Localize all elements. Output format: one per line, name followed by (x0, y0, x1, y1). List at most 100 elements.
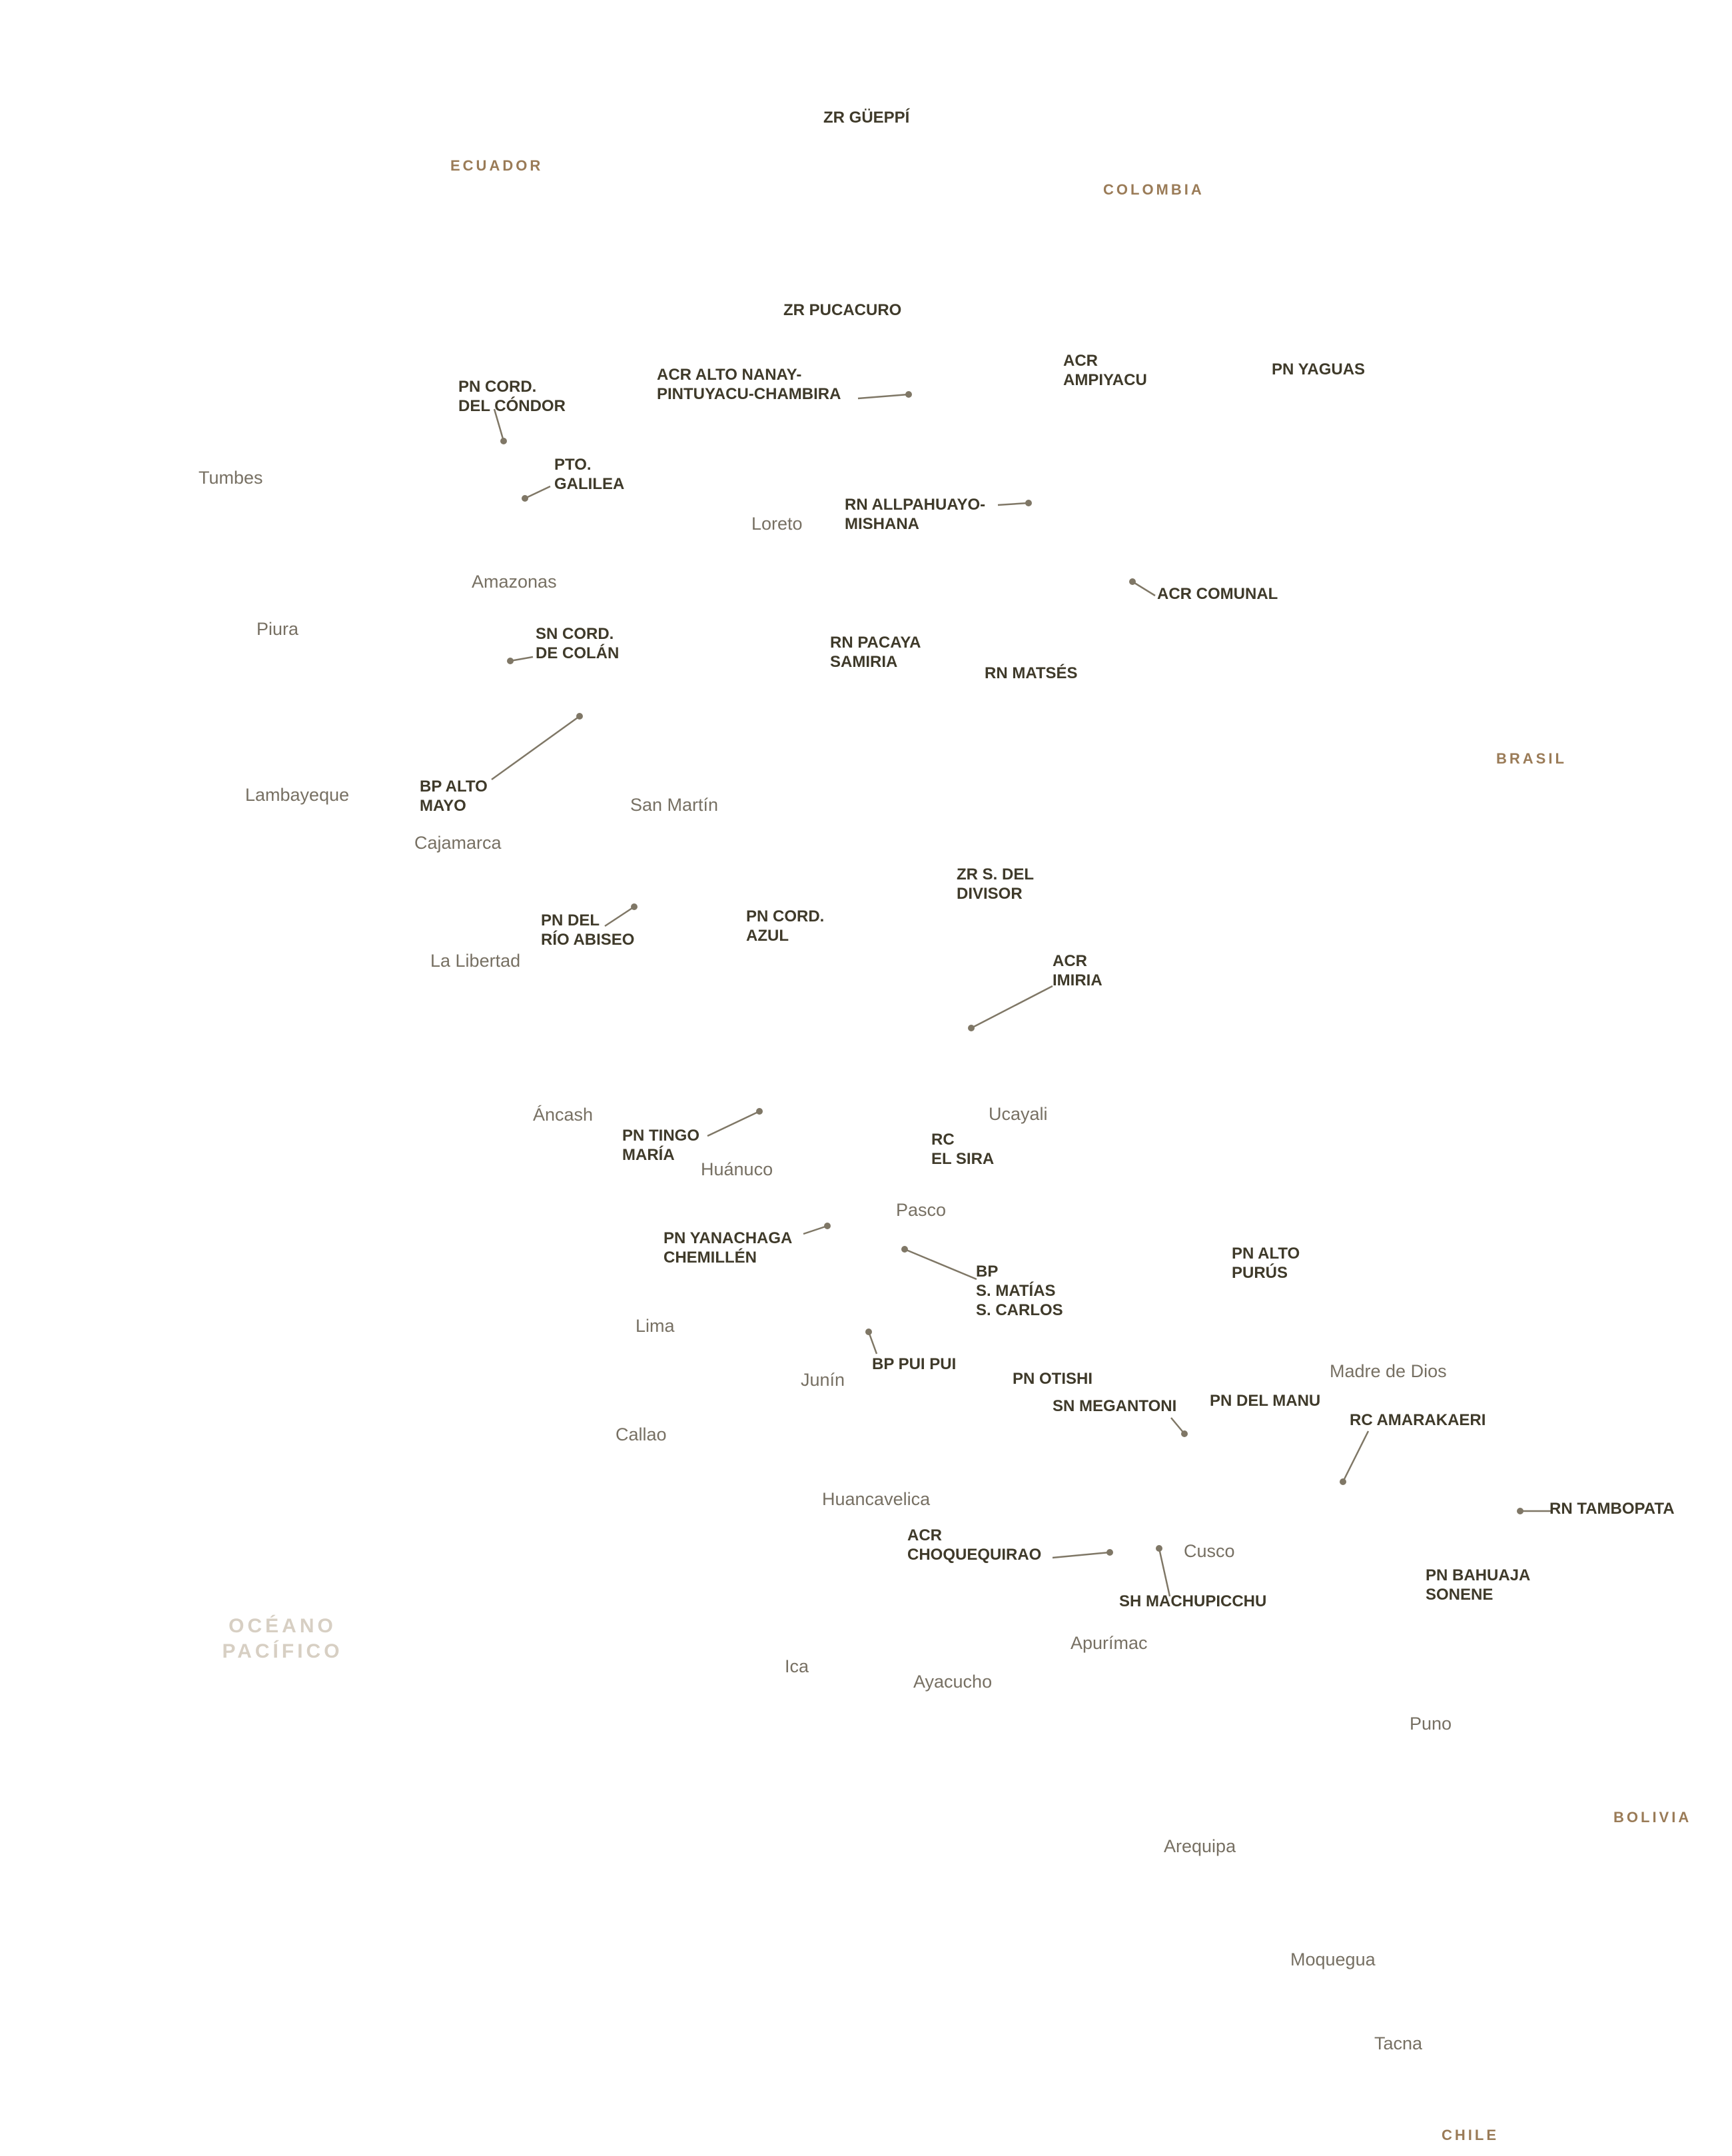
area-label-bp-pui-pui: BP PUI PUI (872, 1355, 956, 1373)
country-label-chile: CHILE (1442, 2127, 1499, 2143)
leader-lines (491, 391, 1552, 1597)
region-label-moquegua: Moquegua (1290, 1949, 1376, 1969)
leader-line (803, 1225, 828, 1235)
area-label-pn-yaguas: PN YAGUAS (1272, 360, 1365, 378)
leader-line (1170, 1417, 1185, 1434)
region-label-cusco: Cusco (1184, 1541, 1235, 1561)
area-label-rn-matses: RN MATSÉS (985, 664, 1078, 682)
area-label-rc-amarakaeri: RC AMARAKAERI (1350, 1411, 1486, 1429)
leader-line (997, 502, 1029, 506)
leader-line (1342, 1430, 1370, 1482)
area-label-rn-tambopata: RN TAMBOPATA (1549, 1500, 1675, 1518)
location-dot (1156, 1545, 1162, 1552)
region-label-pasco: Pasco (896, 1200, 946, 1220)
area-label-pn-otishi: PN OTISHI (1013, 1370, 1092, 1388)
location-dot (1025, 500, 1032, 506)
region-label-la-libertad: La Libertad (430, 951, 520, 971)
region-label-puno: Puno (1410, 1714, 1452, 1734)
leader-line (491, 715, 580, 781)
region-label-ancash: Áncash (533, 1105, 593, 1125)
country-label-bolivia: BOLIVIA (1613, 1809, 1691, 1826)
country-label-colombia: COLOMBIA (1103, 181, 1204, 198)
region-label-lambayeque: Lambayeque (245, 785, 349, 805)
region-label-arequipa: Arequipa (1164, 1836, 1236, 1856)
leader-line (1132, 580, 1156, 597)
country-labels: ZR GÜEPPÍ ECUADOR COLOMBIA BRASIL BOLIVIA CHI… (450, 108, 1691, 2143)
location-dot (1181, 1430, 1188, 1437)
area-label-pn-cord-azul: PN CORD.AZUL (746, 907, 824, 945)
area-label-pn-cord-del-condor: PN CORD.DEL CÓNDOR (458, 378, 566, 415)
location-dot (901, 1246, 908, 1253)
area-label-rn-allpahuayo-mishana: RN ALLPAHUAYO-MISHANA (845, 496, 985, 533)
region-label-tumbes: Tumbes (199, 468, 263, 488)
country-label-ecuador: ECUADOR (450, 157, 543, 174)
area-label-pn-del-manu: PN DEL MANU (1210, 1392, 1320, 1410)
region-label-loreto: Loreto (751, 514, 803, 534)
location-dot (631, 903, 638, 910)
area-label-sn-cord-de-colan: SN CORD.DE COLÁN (536, 625, 619, 662)
leader-line (493, 408, 505, 442)
leader-line (971, 985, 1053, 1029)
region-label-ucayali: Ucayali (989, 1104, 1048, 1124)
location-dot (500, 438, 507, 444)
location-dot (968, 1025, 975, 1031)
leader-line (604, 905, 635, 927)
area-label-pto-galilea: PTO.GALILEA (554, 456, 624, 493)
location-dot (905, 391, 912, 398)
area-label-zr-gueppi: ZR GÜEPPÍ (823, 108, 911, 127)
country-label-brasil: BRASIL (1496, 750, 1567, 767)
leader-line (867, 1331, 878, 1354)
region-label-tacna: Tacna (1374, 2033, 1423, 2053)
location-dot (824, 1223, 831, 1229)
leader-line (1158, 1548, 1171, 1597)
region-label-amazonas: Amazonas (472, 572, 557, 592)
location-dot (1517, 1508, 1523, 1514)
region-label-huanuco: Huánuco (701, 1159, 773, 1179)
location-dot (865, 1329, 872, 1335)
leader-line (904, 1248, 977, 1281)
location-dot (507, 658, 514, 664)
leader-line (510, 656, 534, 662)
region-label-madre-de-dios: Madre de Dios (1330, 1361, 1447, 1381)
region-label-lima: Lima (636, 1316, 675, 1336)
location-dot (576, 713, 583, 720)
region-label-callao: Callao (616, 1424, 667, 1444)
location-dot (522, 495, 528, 502)
location-dot (1340, 1478, 1346, 1485)
region-label-piura: Piura (256, 619, 299, 639)
location-dot (1129, 578, 1136, 585)
region-label-cajamarca: Cajamarca (414, 833, 502, 853)
area-label-acr-alto-nanay-pintuyacu-chambira: ACR ALTO NANAY-PINTUYACU-CHAMBIRA (657, 366, 841, 403)
leader-line (524, 485, 551, 500)
region-label-junin: Junín (801, 1370, 845, 1390)
leader-line (707, 1110, 760, 1137)
location-dot (756, 1108, 763, 1115)
area-label-acr-comunal: ACR COMUNAL (1157, 585, 1278, 603)
leader-line (857, 393, 909, 400)
area-label-sn-megantoni: SN MEGANTONI (1053, 1397, 1176, 1415)
region-label-ayacucho: Ayacucho (913, 1672, 992, 1692)
leader-line (1052, 1551, 1110, 1559)
location-dot (1106, 1549, 1113, 1556)
region-label-ica: Ica (785, 1656, 809, 1676)
region-label-san-martin: San Martín (630, 795, 718, 815)
region-label-apurimac: Apurímac (1071, 1633, 1148, 1653)
